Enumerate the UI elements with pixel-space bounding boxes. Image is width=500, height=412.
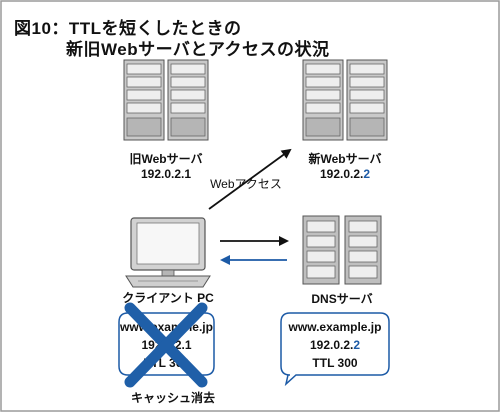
old-web-server-icon (123, 59, 209, 141)
web-access-label: Webアクセス (210, 177, 282, 191)
new-web-server-icon (302, 59, 388, 141)
new-cache-ip-prefix: 192.0.2. (309, 338, 354, 352)
client-pc-icon (125, 217, 211, 288)
new-cache-host: www.example.jp (288, 320, 382, 334)
figure-title-line2: 新旧Webサーバとアクセスの状況 (66, 40, 330, 59)
old-cache-ttl: TTL 300 (143, 356, 190, 370)
new-cache-ip: 192.0.2.2 (281, 338, 389, 352)
new-web-server-ip: 192.0.2.2 (283, 167, 407, 181)
dns-server-icon (302, 215, 382, 285)
cache-cleared-caption: キャッシュ消去 (130, 391, 215, 405)
old-cache-ip: 192.0.2.1 (141, 338, 192, 352)
new-web-server-ip-suffix: 2 (363, 167, 371, 181)
new-web-server-label: 新Webサーバ (308, 152, 382, 166)
old-web-server-ip: 192.0.2.1 (140, 167, 192, 181)
old-cache-host: www.example.jp (120, 320, 213, 334)
old-web-server-label: 旧Webサーバ (129, 152, 203, 166)
new-web-server-ip-prefix: 192.0.2. (319, 167, 364, 181)
figure-title-line1: 図10：TTLを短くしたときの (14, 19, 242, 38)
dns-server-label: DNSサーバ (311, 292, 373, 306)
new-cache-ip-suffix: 2 (353, 338, 361, 352)
client-pc-label: クライアント PC (122, 291, 214, 305)
new-cache-ttl: TTL 300 (312, 356, 358, 370)
web-access-arrow (208, 148, 292, 210)
new-cache-bubble (280, 312, 390, 387)
